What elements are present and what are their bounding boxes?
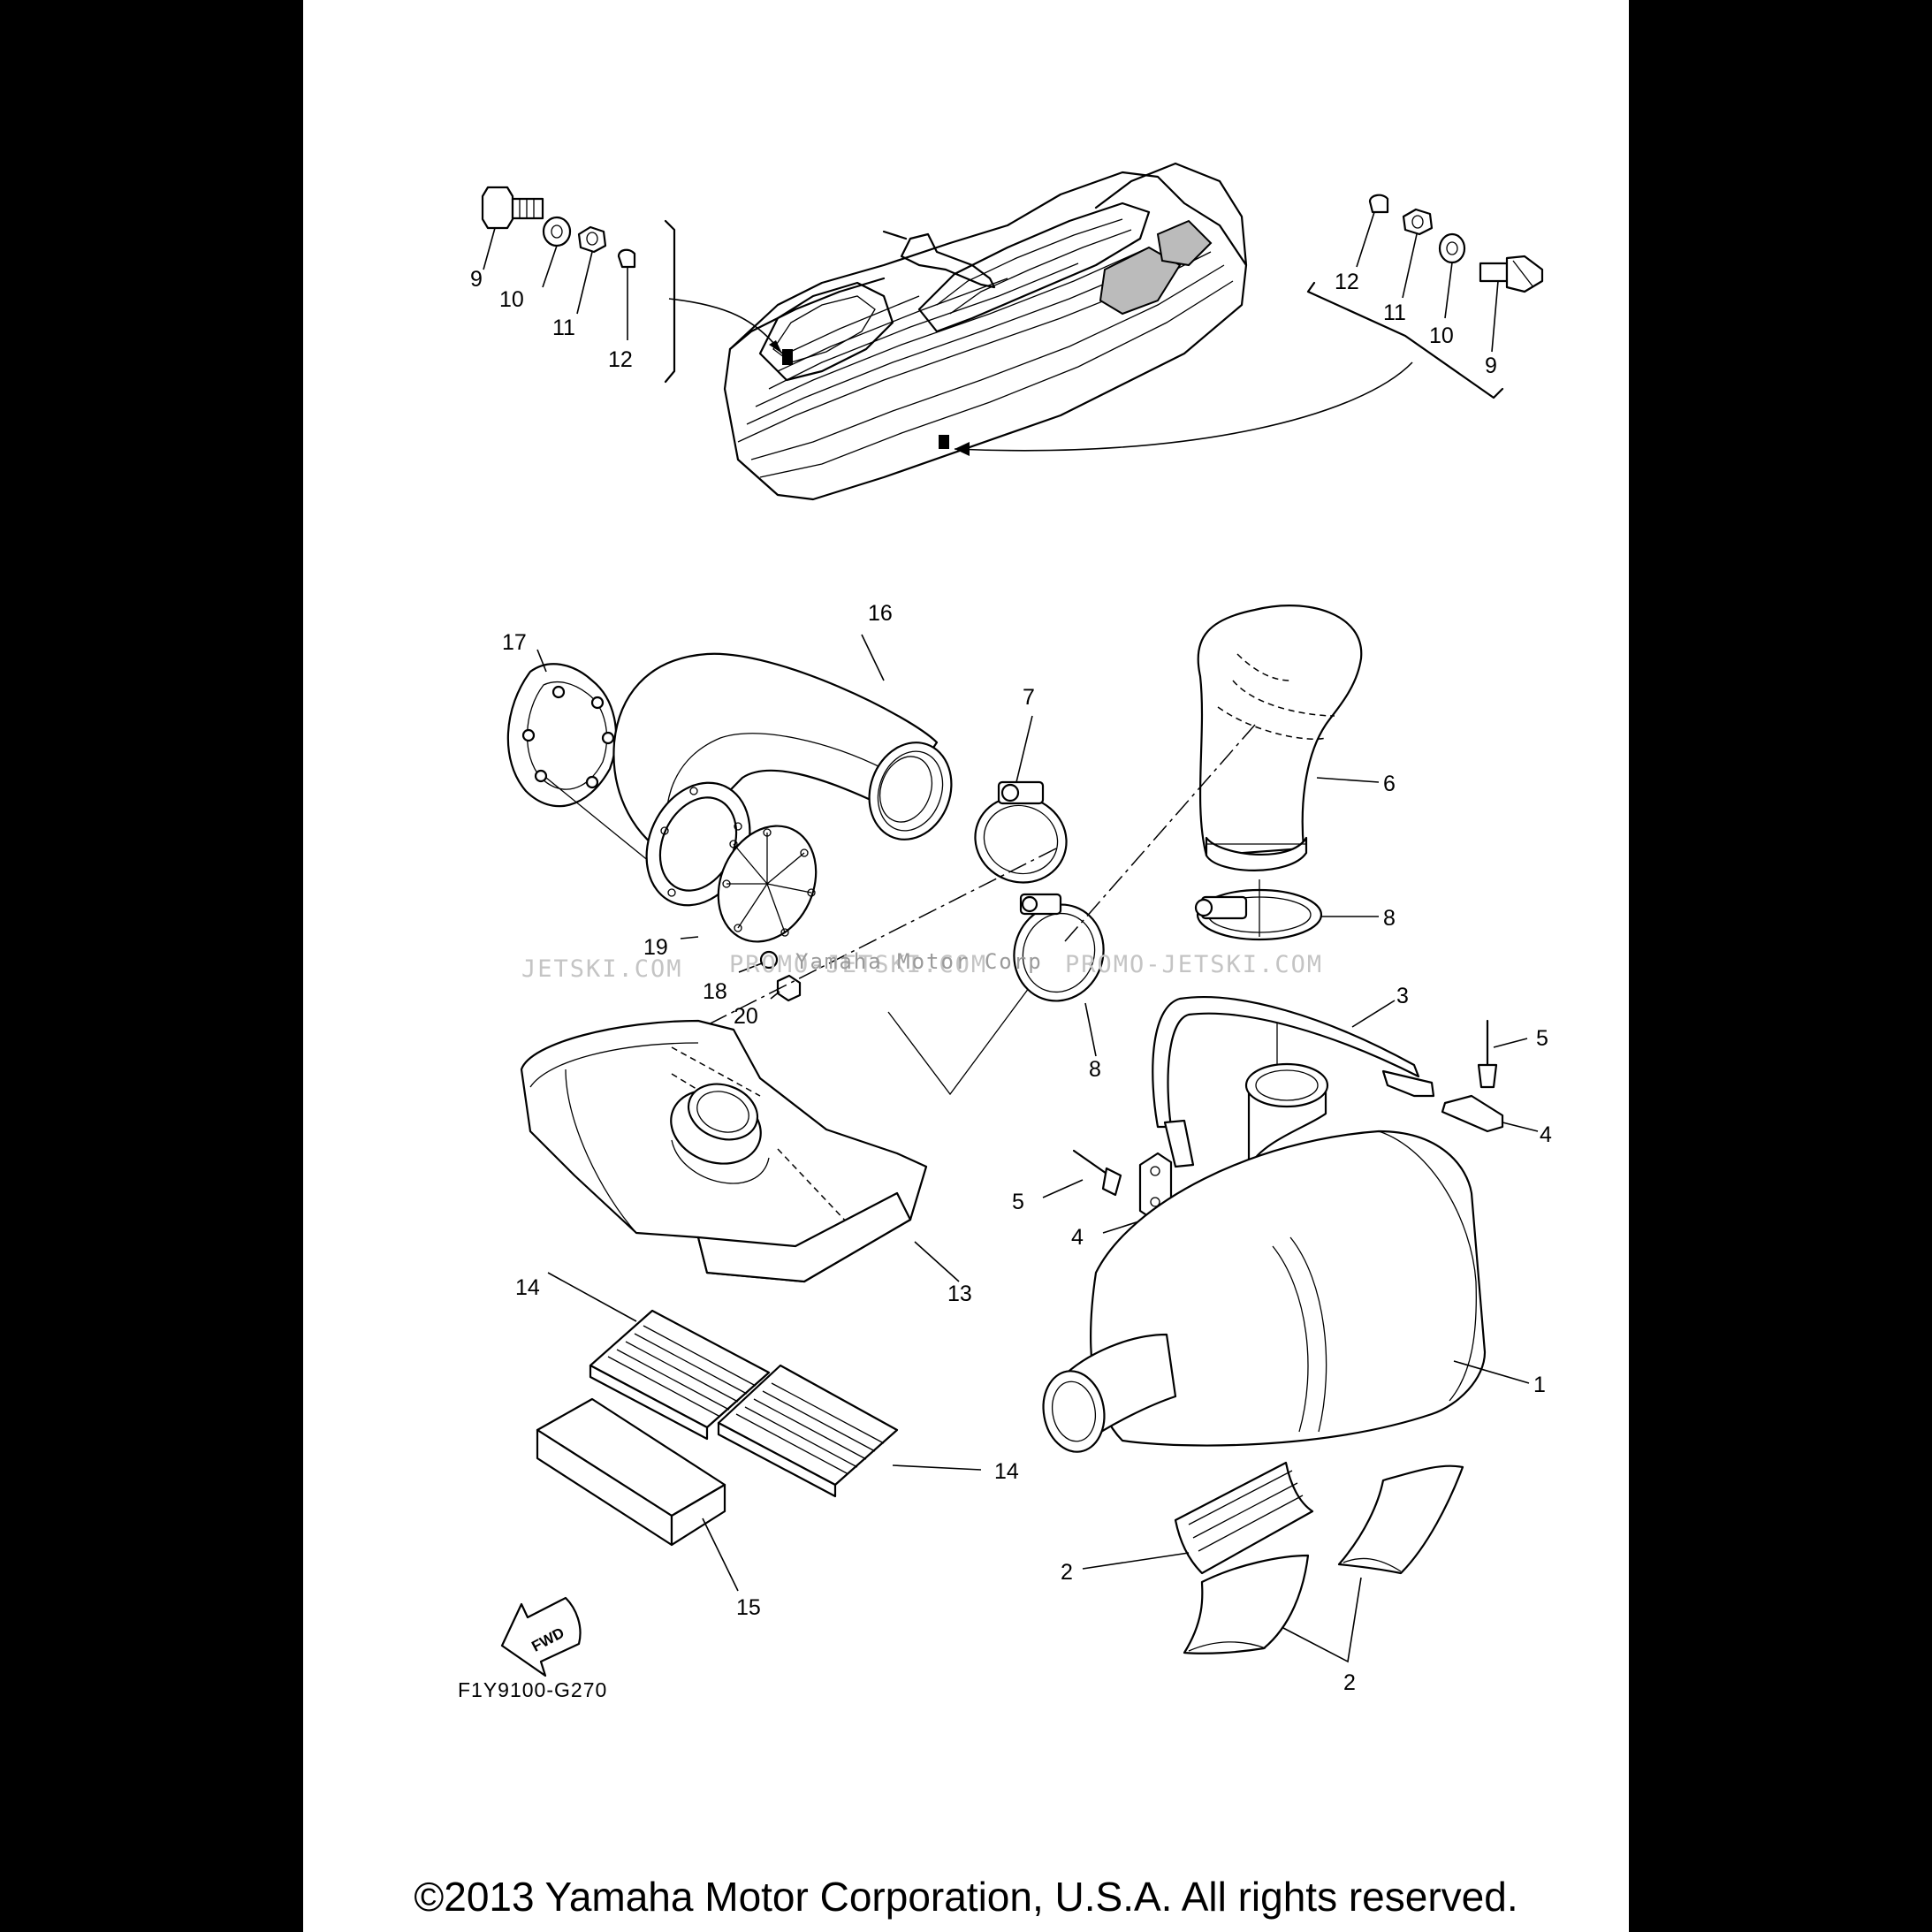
callout-2-lower: 2 — [1343, 1670, 1356, 1695]
callout-14-lower: 14 — [994, 1459, 1019, 1484]
callout-12-left: 12 — [608, 347, 633, 372]
callout-16: 16 — [868, 601, 893, 626]
filter-pad-14-upper — [589, 1309, 771, 1441]
copyright-notice: ©2013 Yamaha Motor Corporation, U.S.A. A… — [414, 1874, 1518, 1920]
callout-9-right: 9 — [1485, 354, 1497, 378]
heat-pad-2-curved-left — [1183, 1554, 1310, 1654]
hose-clamp-8-left — [1013, 893, 1105, 1002]
thru-hull-fitting-right — [1368, 194, 1544, 293]
callout-18: 18 — [703, 979, 727, 1004]
callout-12-right: 12 — [1335, 270, 1359, 294]
muffler-1 — [1042, 1062, 1487, 1453]
callout-9-left: 9 — [470, 267, 483, 292]
nut-18 — [759, 950, 779, 970]
flange-plate-17 — [506, 663, 618, 808]
callout-10-right: 10 — [1429, 323, 1454, 348]
filter-block-15 — [536, 1397, 726, 1547]
diagram-code: F1Y9100-G270 — [458, 1678, 607, 1701]
forward-direction-arrow: FWD — [500, 1596, 582, 1677]
callout-6: 6 — [1383, 772, 1396, 796]
heat-pad-2-curved-right — [1337, 1464, 1464, 1575]
callout-4-left: 4 — [1071, 1225, 1084, 1250]
callout-10-left: 10 — [499, 287, 524, 312]
watermark-promo-center: PROMO-JETSKI.COM — [729, 951, 987, 978]
callout-7: 7 — [1023, 685, 1035, 710]
hose-clamp-8-right — [1194, 888, 1323, 941]
callout-19: 19 — [643, 935, 668, 960]
rivet-5-right — [1477, 1019, 1498, 1089]
callout-8-right: 8 — [1383, 906, 1396, 931]
gasket-ring-19 — [645, 781, 818, 943]
callout-15: 15 — [736, 1595, 761, 1620]
callout-5-left: 5 — [1012, 1190, 1024, 1214]
filter-pad-14-lower — [717, 1364, 899, 1498]
watermark-jetski-left: JETSKI.COM — [521, 955, 683, 983]
thru-hull-fitting-left — [481, 186, 636, 269]
hose-clamp-7 — [974, 780, 1068, 884]
callout-3: 3 — [1396, 984, 1409, 1008]
heat-pad-2-flat — [1174, 1461, 1314, 1575]
rivet-5-left — [1072, 1149, 1122, 1197]
callout-11-right: 11 — [1383, 300, 1406, 325]
callout-4-right: 4 — [1540, 1122, 1552, 1147]
callout-1: 1 — [1533, 1373, 1546, 1397]
watermark-promo-right: PROMO-JETSKI.COM — [1065, 951, 1323, 978]
exhaust-elbow-hose-6 — [1197, 605, 1363, 871]
highlight-hose-rear — [1099, 246, 1182, 316]
callout-13: 13 — [947, 1282, 972, 1306]
strap-3 — [1152, 996, 1435, 1168]
callout-14-upper: 14 — [515, 1275, 540, 1300]
callout-2-upper: 2 — [1061, 1560, 1073, 1585]
callout-8-left: 8 — [1089, 1057, 1101, 1082]
callout-17: 17 — [502, 630, 527, 655]
callout-11-left: 11 — [552, 316, 575, 340]
water-box-13 — [520, 1019, 928, 1283]
watermark-overlay: Yamaha Motor Corp — [795, 949, 1043, 974]
callout-5-right: 5 — [1536, 1026, 1548, 1051]
watercraft-hull — [723, 162, 1248, 501]
bracket-4-right — [1441, 1094, 1504, 1133]
highlight-muffler-rear — [1156, 219, 1213, 267]
callout-20: 20 — [734, 1004, 758, 1029]
